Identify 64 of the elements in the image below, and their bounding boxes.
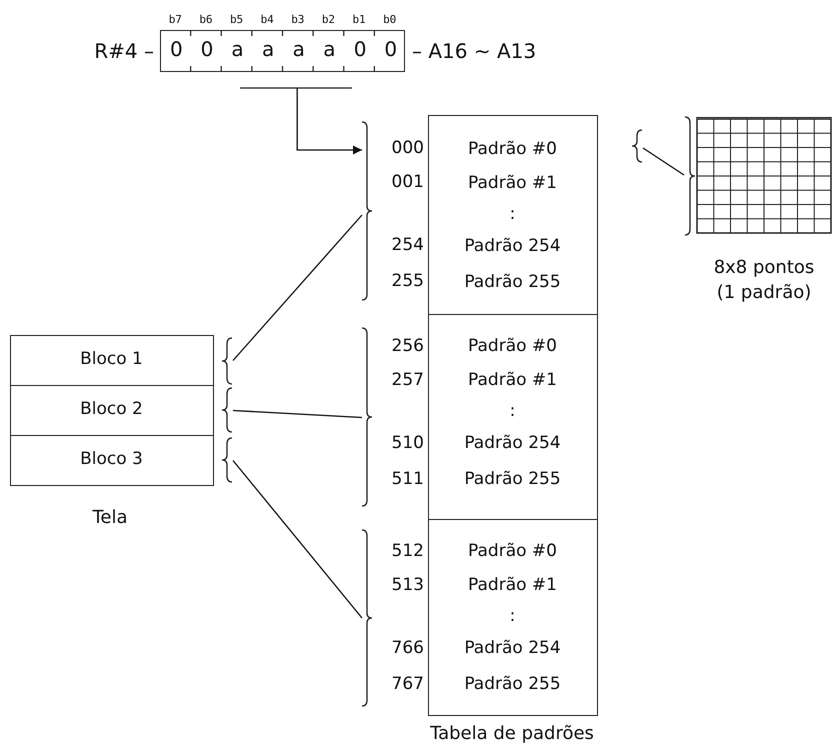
connector-line <box>642 147 684 176</box>
block-label: Bloco 1 <box>79 349 144 369</box>
pattern-name: Padrão #0 <box>467 336 558 356</box>
ellipsis-mark: : <box>508 204 516 224</box>
pattern-number: 001 <box>390 172 424 192</box>
pattern-number: 511 <box>390 469 424 489</box>
table-caption: Tabela de padrões <box>429 724 595 744</box>
pattern-number: 510 <box>390 433 424 453</box>
screen-block <box>10 435 214 486</box>
pattern-table-section <box>428 520 598 716</box>
bit-value: a <box>322 39 336 59</box>
pattern-number: 000 <box>390 138 424 158</box>
bit-value: 0 <box>169 39 184 59</box>
connector-line <box>232 214 362 361</box>
pattern-name: Padrão 254 <box>463 638 562 658</box>
register-box <box>160 30 405 72</box>
pixel-grid-drawing <box>696 117 832 233</box>
pattern-number: 254 <box>390 235 424 255</box>
bit-label: b4 <box>260 12 275 28</box>
pattern-number: 513 <box>390 575 424 595</box>
pattern-name: Padrão #1 <box>467 370 558 390</box>
address-bits-label: – A16 ~ A13 <box>412 41 538 61</box>
pattern-number: 256 <box>390 336 424 356</box>
pattern-number: 257 <box>390 370 424 390</box>
bit-value: a <box>230 39 245 59</box>
register-name: R#4 – <box>93 41 154 61</box>
pattern-name: Padrão #0 <box>467 541 558 561</box>
connector-line <box>232 460 362 618</box>
bit-value: a <box>261 39 276 59</box>
ellipsis-mark: : <box>508 401 516 421</box>
bit-value: 0 <box>353 39 368 59</box>
pattern-number: 767 <box>390 674 424 694</box>
connector-line <box>232 410 362 418</box>
block-label: Bloco 2 <box>79 399 144 419</box>
pattern-name: Padrão 255 <box>463 272 562 292</box>
pattern-name: Padrão 254 <box>463 433 562 453</box>
bit-label: b3 <box>290 12 306 28</box>
bit-value: 0 <box>200 39 214 59</box>
pattern-name: Padrão #1 <box>467 575 558 595</box>
pattern-name: Padrão #0 <box>467 139 558 159</box>
pattern-name: Padrão 254 <box>463 236 562 256</box>
pattern-name: Padrão #1 <box>467 173 558 193</box>
bit-label: b7 <box>168 12 183 28</box>
pattern-table-section <box>428 115 598 315</box>
pattern-table-section <box>428 315 598 520</box>
screen-block <box>10 335 214 386</box>
bit-label: b5 <box>228 12 244 28</box>
bit-label: b0 <box>382 12 398 28</box>
bit-value: 0 <box>384 39 398 59</box>
screen-block <box>10 385 214 436</box>
arrow <box>296 88 362 154</box>
bit-label: b2 <box>320 12 336 28</box>
bit-label: b1 <box>351 12 367 28</box>
ellipsis-mark: : <box>508 606 516 626</box>
pattern-name: Padrão 255 <box>463 469 562 489</box>
pattern-number: 512 <box>390 541 424 561</box>
pattern-number: 766 <box>390 638 424 658</box>
bit-label: b6 <box>198 12 214 28</box>
bit-value: a <box>292 39 306 59</box>
screen-caption: Tela <box>91 508 129 528</box>
grid-caption: 8x8 pontos (1 padrão) <box>712 256 816 305</box>
pattern-name: Padrão 255 <box>463 674 562 694</box>
block-label: Bloco 3 <box>79 449 144 469</box>
pattern-number: 255 <box>390 271 424 291</box>
